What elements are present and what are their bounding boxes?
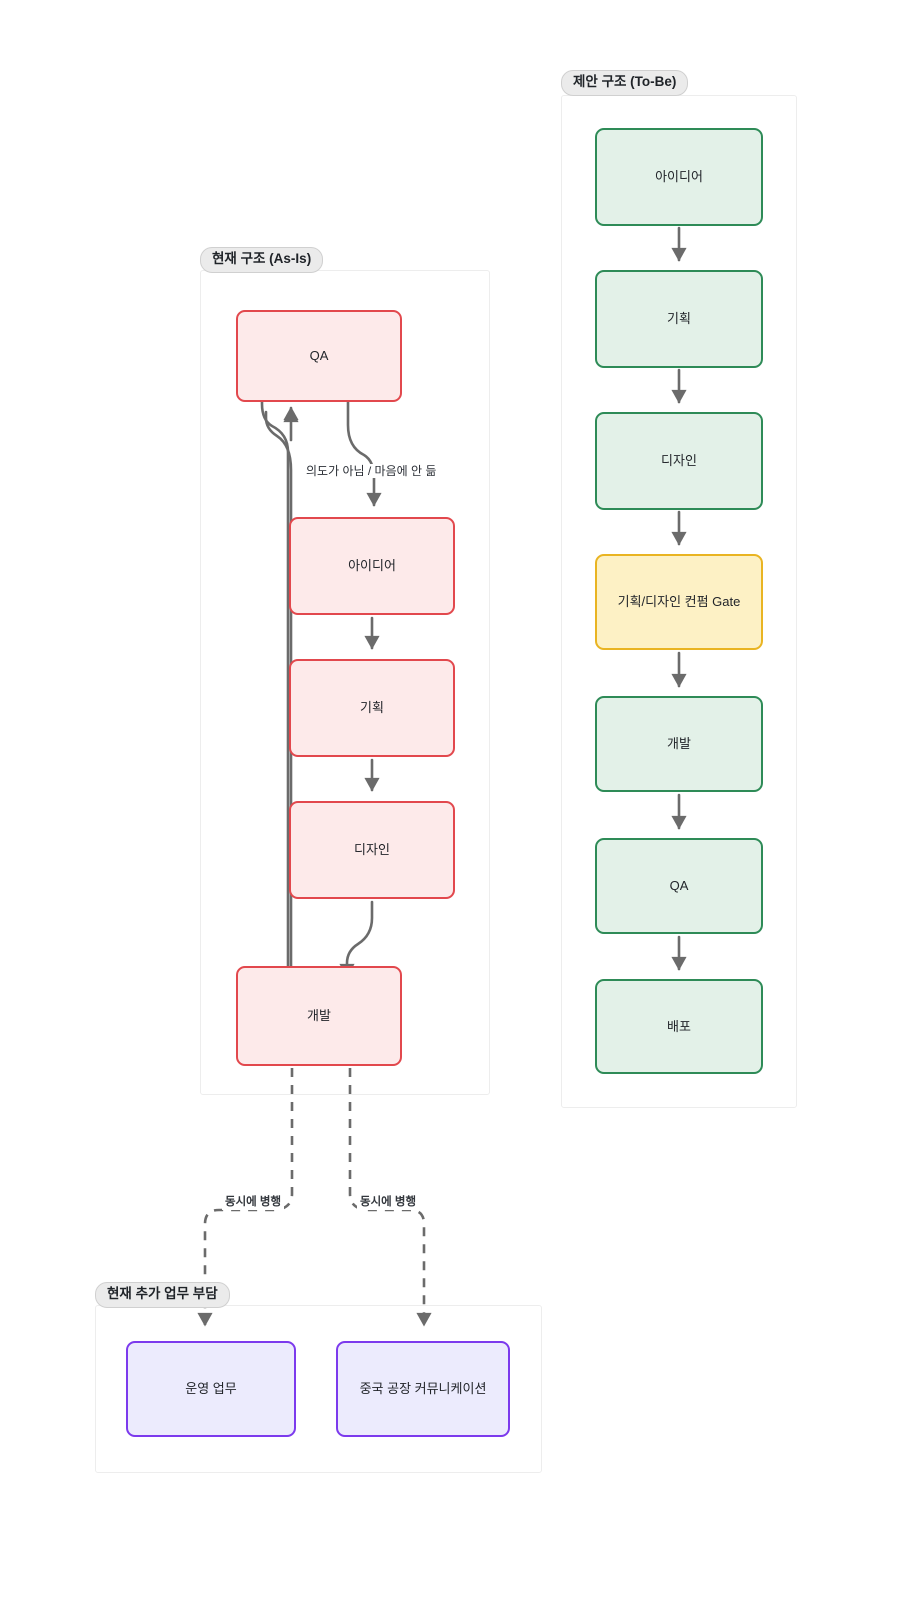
node-tobe-gate[interactable]: 기획/디자인 컨펌 Gate (595, 554, 763, 650)
node-label: 개발 (307, 1008, 331, 1024)
node-extra-china[interactable]: 중국 공장 커뮤니케이션 (336, 1341, 510, 1437)
node-label: 기획 (360, 700, 384, 716)
node-tobe-deploy[interactable]: 배포 (595, 979, 763, 1074)
edge-label-parallel-left: 동시에 병행 (222, 1196, 285, 1210)
node-asis-design[interactable]: 디자인 (289, 801, 455, 899)
node-label: 기획 (667, 311, 691, 327)
panel-extra-load (95, 1305, 542, 1473)
node-extra-ops[interactable]: 운영 업무 (126, 1341, 296, 1437)
node-label: 개발 (667, 736, 691, 752)
edge-label-parallel-right: 동시에 병행 (357, 1196, 420, 1210)
panel-to-be-title: 제안 구조 (To-Be) (561, 70, 689, 96)
edge-label-qa-feedback: 의도가 아님 / 마음에 안 듦 (303, 464, 440, 479)
node-tobe-dev[interactable]: 개발 (595, 696, 763, 792)
node-asis-dev[interactable]: 개발 (236, 966, 402, 1066)
node-label: 디자인 (661, 453, 697, 469)
node-tobe-plan[interactable]: 기획 (595, 270, 763, 368)
node-tobe-qa[interactable]: QA (595, 838, 763, 934)
node-label: 아이디어 (655, 169, 703, 185)
panel-as-is-title: 현재 구조 (As-Is) (200, 247, 324, 273)
panel-as-is (200, 270, 490, 1095)
node-tobe-idea[interactable]: 아이디어 (595, 128, 763, 226)
panel-extra-load-title: 현재 추가 업무 부담 (95, 1282, 230, 1308)
node-label: 디자인 (354, 842, 390, 858)
node-tobe-design[interactable]: 디자인 (595, 412, 763, 510)
node-label: 아이디어 (348, 558, 396, 574)
node-asis-qa[interactable]: QA (236, 310, 402, 402)
node-asis-plan[interactable]: 기획 (289, 659, 455, 757)
node-label: 배포 (667, 1018, 691, 1034)
node-label: 운영 업무 (185, 1381, 237, 1397)
node-label: 기획/디자인 컨펌 Gate (617, 594, 741, 610)
node-label: 중국 공장 커뮤니케이션 (359, 1381, 487, 1397)
node-label: QA (669, 878, 689, 894)
node-asis-idea[interactable]: 아이디어 (289, 517, 455, 615)
node-label: QA (309, 348, 329, 364)
